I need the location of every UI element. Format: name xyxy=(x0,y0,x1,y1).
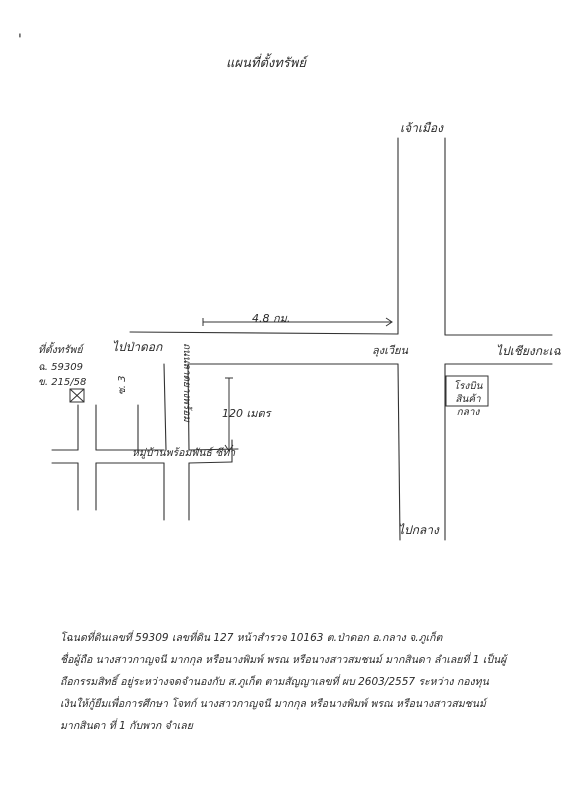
description-line: มากสินดา ที่ 1 กับพวก จำเลย xyxy=(60,720,193,732)
label-road-vertical: ซ. 3 xyxy=(117,375,128,395)
corner-mark: ' xyxy=(18,32,22,48)
description-line: ถือกรรมสิทธิ์ อยู่ระหว่างจดจำนองกับ ส.ภู… xyxy=(60,676,489,688)
road-edge-south-left xyxy=(397,363,401,541)
distance-side-head xyxy=(224,444,234,452)
label-village-road: หมู่บ้านพร้อมพันธ์ ซีทา xyxy=(132,447,236,459)
village-road-bottom-right xyxy=(188,461,233,464)
description-line: ชื่อผู้ถือ นางสาวกาญจนี มากกุล หรือนางพิ… xyxy=(60,654,507,666)
description-line: โฉนดที่ดินเลขที่ 59309 เลขที่ดิน 127 หน้… xyxy=(60,632,443,644)
land-plot-marker xyxy=(69,388,85,403)
label-east: ไปเชียงกะเฉ xyxy=(496,344,561,358)
map-title: แผนที่ตั้งทรัพย์ xyxy=(226,56,306,71)
label-south: ไปกลาง xyxy=(398,523,439,537)
shop-box xyxy=(445,375,489,407)
label-distance-main: 4.8 กม. xyxy=(252,312,291,325)
land-plot-cross-b xyxy=(69,388,85,403)
label-land-plot: ข. 215/58 xyxy=(38,377,87,388)
label-land-deed: ฉ. 59309 xyxy=(38,362,83,373)
label-north: เจ้าเมือง xyxy=(400,121,443,135)
label-land-title: ที่ตั้งทรัพย์ xyxy=(38,344,83,356)
label-road-vertical-2: ถนนลาดยางพร้อม xyxy=(181,343,192,422)
description-line: เงินให้กู้ยืมเพื่อการศึกษา โจทก์ นางสาวก… xyxy=(60,698,486,710)
label-distance-side: 120 เมตร xyxy=(222,407,271,420)
side-road-right xyxy=(187,363,190,451)
label-west: ไปป่าดอก xyxy=(112,340,163,354)
label-shop: โรงบินสินค้ากลาง xyxy=(453,381,483,418)
distance-arrow-head-right xyxy=(385,317,393,327)
road-edge-north-west xyxy=(129,331,399,335)
label-junction: ลุงเวียน xyxy=(372,344,409,357)
side-road-left xyxy=(163,363,167,451)
